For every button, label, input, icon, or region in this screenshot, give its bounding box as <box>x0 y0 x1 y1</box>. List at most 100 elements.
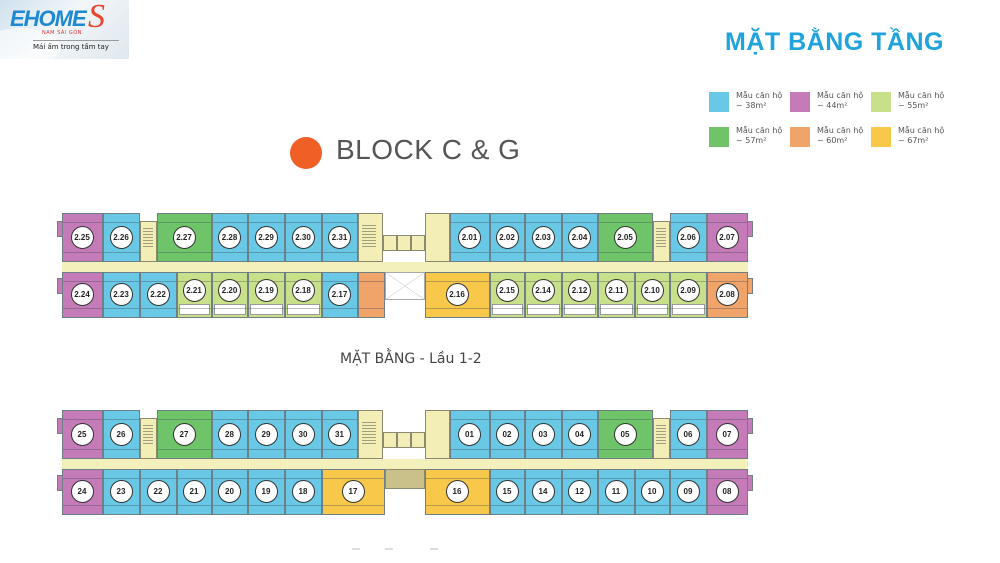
unit-number-badge: 2.20 <box>218 278 241 302</box>
apartment-unit[interactable]: 23 <box>103 469 140 515</box>
unit-number-badge: 2.18 <box>291 278 315 302</box>
apartment-unit[interactable]: 2.08 <box>707 272 748 318</box>
logo-subtitle: NAM SÀI GÒN <box>42 30 82 36</box>
stairs-west <box>143 424 153 446</box>
cropped-caption-remnant <box>330 545 480 555</box>
apartment-unit[interactable]: 08 <box>707 469 748 515</box>
apartment-unit[interactable]: 07 <box>707 410 748 459</box>
balcony <box>287 304 320 315</box>
apartment-unit[interactable]: 2.28 <box>212 213 248 262</box>
legend-item-44: Mẫu căn hộ~ 44m² <box>790 90 870 116</box>
unit-number-badge: 2.31 <box>328 225 351 249</box>
apartment-unit[interactable]: 2.15 <box>490 272 525 318</box>
apartment-unit[interactable]: 2.04 <box>562 213 598 262</box>
apartment-unit[interactable]: 2.18 <box>285 272 322 318</box>
unit-number-badge: 2.09 <box>676 278 700 302</box>
apartment-unit[interactable]: 2.24 <box>62 272 103 318</box>
stairs-east <box>656 227 666 249</box>
elevator-shaft <box>397 432 411 448</box>
apartment-unit[interactable] <box>358 272 385 318</box>
apartment-unit[interactable]: 2.31 <box>322 213 358 262</box>
apartment-unit[interactable]: 2.12 <box>562 272 598 318</box>
apartment-unit[interactable]: 22 <box>140 469 177 515</box>
apartment-unit[interactable]: 06 <box>670 410 707 459</box>
apartment-unit[interactable]: 26 <box>103 410 140 459</box>
unit-number-badge: 01 <box>458 422 481 446</box>
apartment-unit[interactable]: 28 <box>212 410 248 459</box>
apartment-unit[interactable]: 10 <box>635 469 670 515</box>
apartment-unit[interactable]: 2.05 <box>598 213 653 262</box>
unit-number-badge: 29 <box>254 422 278 446</box>
core-stair-east <box>425 213 450 262</box>
apartment-unit[interactable]: 27 <box>157 410 212 459</box>
unit-number-badge: 05 <box>613 422 637 446</box>
apartment-unit[interactable]: 2.23 <box>103 272 140 318</box>
legend-area: ~ 38m² <box>736 101 767 110</box>
apartment-unit[interactable]: 2.06 <box>670 213 707 262</box>
apartment-unit[interactable]: 2.20 <box>212 272 248 318</box>
lobby-void-hatch <box>386 273 424 299</box>
apartment-unit[interactable]: 16 <box>425 469 490 515</box>
apartment-unit[interactable]: 2.01 <box>450 213 490 262</box>
apartment-unit[interactable]: 2.19 <box>248 272 285 318</box>
apartment-unit[interactable]: 2.16 <box>425 272 490 318</box>
apartment-unit[interactable]: 02 <box>490 410 525 459</box>
apartment-unit[interactable]: 2.10 <box>635 272 670 318</box>
unit-number-badge: 2.23 <box>109 283 133 306</box>
apartment-unit[interactable]: 2.09 <box>670 272 707 318</box>
apartment-unit[interactable]: 09 <box>670 469 707 515</box>
balcony <box>564 304 596 315</box>
page-title: MẶT BẰNG TẦNG <box>725 28 944 56</box>
elevator-shaft <box>383 432 397 448</box>
apartment-unit[interactable]: 31 <box>322 410 358 459</box>
lobby-void <box>385 272 425 300</box>
apartment-unit[interactable]: 2.22 <box>140 272 177 318</box>
apartment-unit[interactable]: 04 <box>562 410 598 459</box>
apartment-unit[interactable]: 2.29 <box>248 213 285 262</box>
apartment-unit[interactable]: 2.27 <box>157 213 212 262</box>
apartment-unit[interactable]: 03 <box>525 410 562 459</box>
apartment-unit[interactable]: 24 <box>62 469 103 515</box>
apartment-unit[interactable]: 2.14 <box>525 272 562 318</box>
unit-number-badge: 25 <box>70 422 94 446</box>
apartment-unit[interactable]: 2.25 <box>62 213 103 262</box>
legend-label: Mẫu căn hộ <box>898 126 945 135</box>
unit-number-badge: 31 <box>328 422 351 446</box>
apartment-unit[interactable]: 21 <box>177 469 212 515</box>
apartment-unit[interactable]: 12 <box>562 469 598 515</box>
apartment-unit[interactable]: 20 <box>212 469 248 515</box>
apartment-unit[interactable]: 30 <box>285 410 322 459</box>
unit-number-badge: 02 <box>495 422 519 446</box>
logo-brand: EHOME <box>10 6 87 31</box>
apartment-unit[interactable]: 2.17 <box>322 272 358 318</box>
unit-number-badge: 08 <box>715 480 739 503</box>
apartment-unit[interactable]: 17 <box>322 469 385 515</box>
apartment-unit[interactable]: 2.07 <box>707 213 748 262</box>
apartment-unit[interactable]: 29 <box>248 410 285 459</box>
apartment-unit[interactable]: 2.30 <box>285 213 322 262</box>
core-stair-east <box>425 410 450 459</box>
unit-number-badge: 10 <box>640 480 664 503</box>
apartment-unit[interactable]: 14 <box>525 469 562 515</box>
apartment-unit[interactable]: 2.21 <box>177 272 212 318</box>
apartment-unit[interactable]: 05 <box>598 410 653 459</box>
apartment-unit[interactable]: 01 <box>450 410 490 459</box>
ehome-logo[interactable]: EHOME S NAM SÀI GÒN Mái ấm trong tầm tay <box>0 0 129 59</box>
unit-number-badge: 06 <box>676 422 700 446</box>
apartment-unit[interactable]: 11 <box>598 469 635 515</box>
unit-number-badge: 07 <box>715 422 739 446</box>
apartment-unit[interactable]: 2.02 <box>490 213 525 262</box>
apartment-unit[interactable]: 25 <box>62 410 103 459</box>
unit-number-badge: 2.14 <box>531 278 555 302</box>
apartment-unit[interactable]: 15 <box>490 469 525 515</box>
apartment-unit[interactable]: 2.11 <box>598 272 635 318</box>
legend-area: ~ 67m² <box>898 136 929 145</box>
apartment-unit[interactable]: 2.26 <box>103 213 140 262</box>
apartment-unit[interactable]: 19 <box>248 469 285 515</box>
unit-number-badge: 04 <box>568 422 591 446</box>
apartment-unit[interactable]: 2.03 <box>525 213 562 262</box>
block-name: BLOCK C & G <box>336 134 521 165</box>
apartment-unit[interactable]: 18 <box>285 469 322 515</box>
unit-number-badge: 21 <box>182 480 206 503</box>
legend-swatch <box>871 127 891 147</box>
